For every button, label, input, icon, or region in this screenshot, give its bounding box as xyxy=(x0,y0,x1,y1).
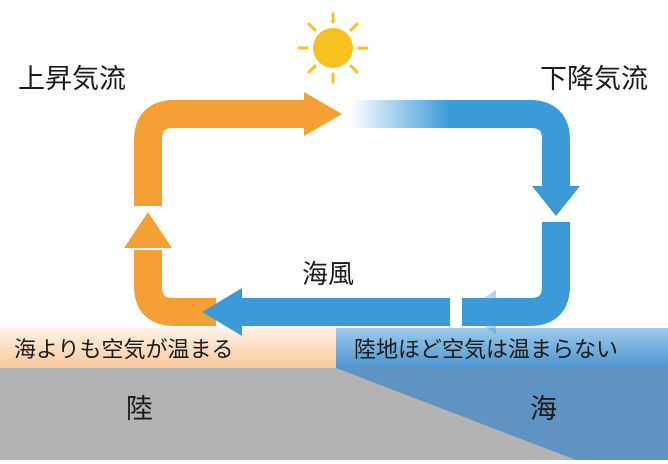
updraft-upper-path xyxy=(134,100,312,206)
downdraft-upper-path xyxy=(350,100,570,190)
sun-icon xyxy=(297,12,369,84)
updraft-arrowhead-right xyxy=(304,92,342,136)
sea-air-label: 陸地ほど空気は温まらない xyxy=(354,338,619,363)
land-label: 陸 xyxy=(126,394,153,425)
sea-air-band xyxy=(336,328,668,368)
sea-breeze-arrowhead-left xyxy=(202,288,242,336)
updraft-label: 上昇気流 xyxy=(18,64,126,95)
downdraft-arrowhead-down xyxy=(532,186,580,216)
sea-label: 海 xyxy=(530,394,557,425)
downdraft-label: 下降気流 xyxy=(540,64,648,95)
updraft-lower-path xyxy=(134,250,216,326)
sea-breeze-label: 海風 xyxy=(302,260,355,290)
return-arrowhead-faded xyxy=(462,290,496,334)
downdraft-lower-path xyxy=(462,222,570,326)
sea-ground xyxy=(336,368,668,460)
land-air-band xyxy=(0,328,336,368)
land-air-label: 海よりも空気が温まる xyxy=(14,338,234,363)
sea-breeze-arrow-shaft xyxy=(240,298,450,326)
updraft-arrowhead-up xyxy=(124,212,172,248)
